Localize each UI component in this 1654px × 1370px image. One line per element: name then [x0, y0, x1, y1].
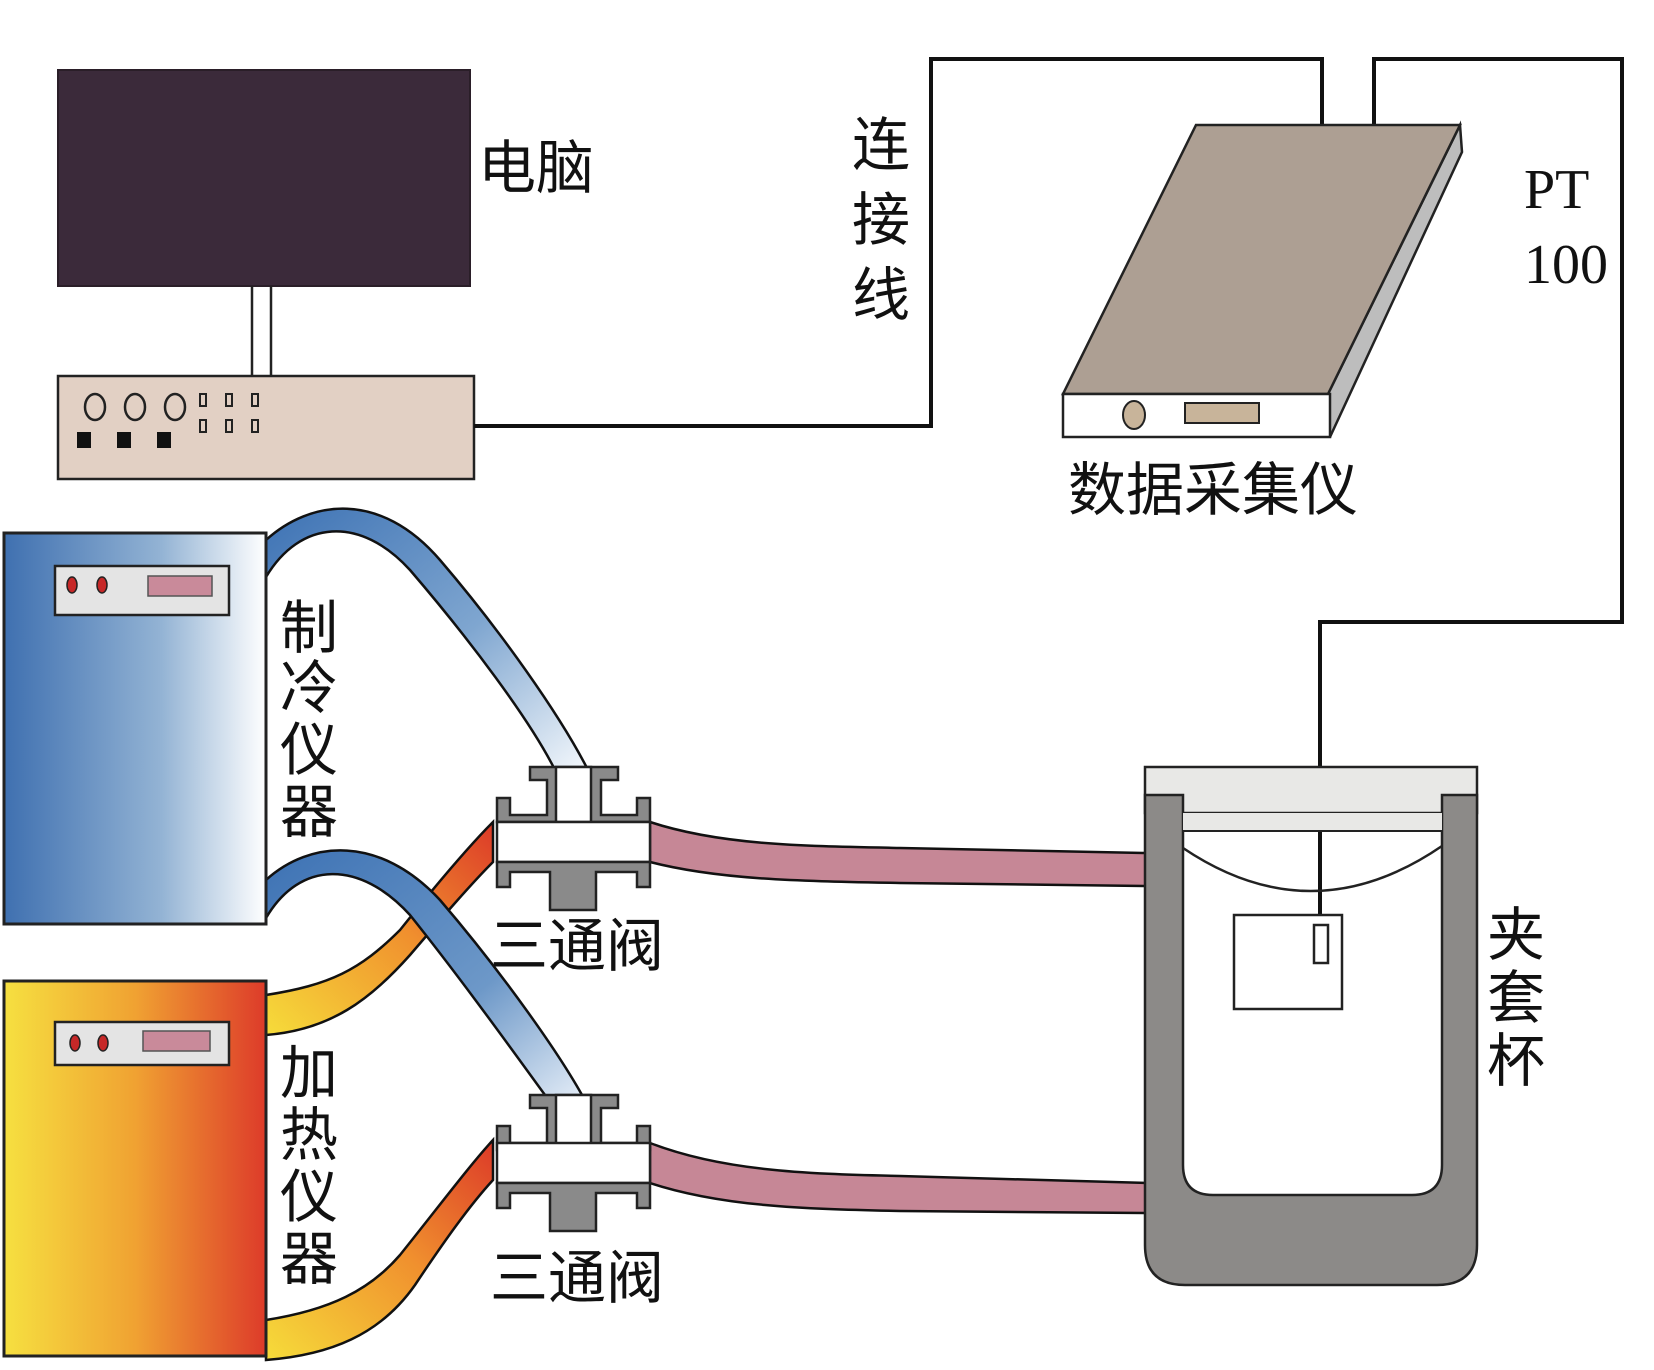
- daq-knob: [1122, 400, 1146, 430]
- cable-label-char-3: 线: [852, 261, 910, 329]
- connection-cable: [474, 57, 1324, 428]
- heater-unit: [2, 979, 268, 1358]
- heater-label-char-2: 热: [280, 1101, 338, 1169]
- liquid-meniscus: [1182, 844, 1443, 893]
- cup-label-char-3: 杯: [1487, 1027, 1545, 1095]
- pt100-label-line1: PT: [1524, 159, 1589, 221]
- refrigerator-label-char-3: 仪: [280, 716, 338, 784]
- heater-label-char-1: 加: [280, 1039, 338, 1107]
- refrigerator-unit: [2, 531, 268, 926]
- cup-label-char-2: 套: [1487, 964, 1545, 1032]
- pt100-label-line2: 100: [1524, 234, 1608, 296]
- pt100-probe: [1312, 923, 1330, 965]
- jacketed-cup: [1143, 765, 1479, 1287]
- hot-pipe-lower: [264, 1136, 495, 1362]
- three-way-valve-top: [495, 765, 652, 912]
- host-ports: [199, 393, 259, 433]
- computer: 电脑: [56, 69, 594, 481]
- pink-pipes: [648, 820, 1149, 1215]
- cup-jacket: [1143, 793, 1479, 1287]
- pt100-wire: [1318, 57, 1624, 1005]
- valve-bottom-label: 三通阀: [490, 1244, 664, 1312]
- heater-led-2: [97, 1034, 109, 1052]
- heater-display: [142, 1030, 211, 1052]
- heater-led-1: [69, 1034, 81, 1052]
- cable-label-char-1: 连: [852, 111, 910, 179]
- three-way-valve-bottom: [495, 1093, 652, 1233]
- cable-label-char-2: 接: [852, 186, 910, 254]
- heater-label-char-3: 仪: [280, 1163, 338, 1231]
- refrigerator-led-1: [66, 576, 78, 594]
- pink-pipe-lower: [648, 1141, 1149, 1215]
- data-acquisition-label: 数据采集仪: [1068, 456, 1358, 524]
- cup-lid: [1143, 765, 1479, 815]
- daq-display: [1184, 402, 1260, 424]
- cup-label-char-1: 夹: [1487, 901, 1545, 969]
- hot-pipe-upper: [264, 818, 495, 1037]
- hot-pipes: [264, 818, 495, 1362]
- pink-pipe-upper: [648, 820, 1149, 888]
- refrigerator-display: [147, 575, 213, 597]
- host-unit: [56, 374, 476, 481]
- data-acquisition-unit: 数据采集仪: [1060, 120, 1464, 524]
- valve-top-label: 三通阀: [490, 912, 664, 980]
- host-knobs: [83, 392, 187, 422]
- refrigerator-label-char-4: 器: [280, 778, 338, 846]
- refrigerator-label-char-1: 制: [280, 594, 338, 662]
- computer-label: 电脑: [478, 134, 594, 202]
- refrigerator-led-2: [96, 576, 108, 594]
- refrigerator-label-char-2: 冷: [280, 654, 338, 722]
- heater-label-char-4: 器: [280, 1225, 338, 1293]
- cup-inner-top: [1183, 813, 1442, 831]
- monitor: [57, 69, 471, 287]
- host-buttons: [77, 432, 171, 448]
